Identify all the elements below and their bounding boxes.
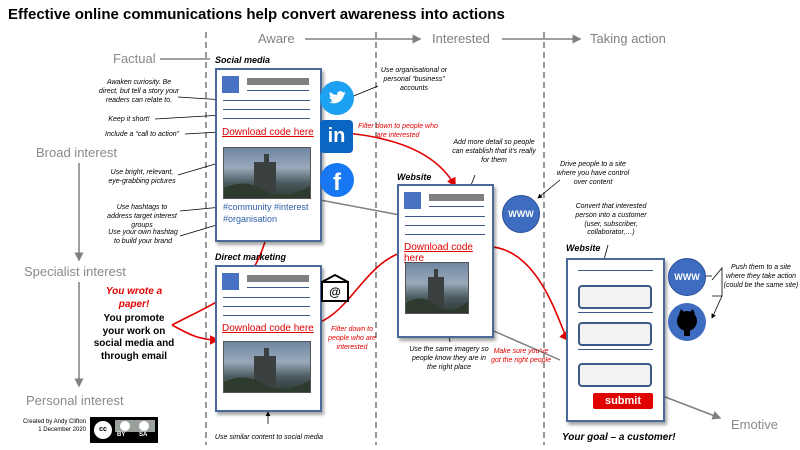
stage-interested: Interested bbox=[432, 31, 490, 46]
label-emotive: Emotive bbox=[731, 417, 778, 432]
stage-aware: Aware bbox=[258, 31, 295, 46]
note-convert: Convert that interested person into a cu… bbox=[575, 203, 647, 237]
attribution-icon bbox=[120, 421, 130, 431]
note-keep-short: Keep it short! bbox=[108, 116, 150, 123]
note-similar-content: Use similar content to social media bbox=[214, 434, 324, 441]
note-own-hashtag: Use your own hashtag to build your brand bbox=[108, 229, 178, 245]
website-download-link[interactable]: Download code here bbox=[404, 242, 473, 264]
label-broad-interest: Broad interest bbox=[36, 145, 117, 160]
note-push: Push them to a site where they take acti… bbox=[723, 264, 799, 289]
share-alike-icon bbox=[139, 421, 149, 431]
website-mid-www-icon[interactable]: WWW bbox=[502, 195, 540, 233]
castle-image bbox=[405, 262, 469, 314]
goal-label: Your goal – a customer! bbox=[562, 432, 676, 443]
callout-paper: You wrote a paper! bbox=[105, 286, 163, 310]
social-media-heading: Social media bbox=[215, 55, 271, 65]
dm-download-link[interactable]: Download code here bbox=[222, 323, 314, 334]
note-right-people: Make sure you’ve got the right people bbox=[491, 348, 551, 364]
form-field-3[interactable] bbox=[578, 363, 652, 387]
hashtags[interactable]: #community #interest #organisation bbox=[223, 202, 309, 225]
linkedin-icon[interactable]: in bbox=[320, 120, 353, 153]
label-factual: Factual bbox=[113, 51, 156, 66]
website-mid-card: Download code here bbox=[397, 184, 494, 338]
castle-image bbox=[223, 341, 311, 393]
note-filter-1: Filter down to people who are interested bbox=[358, 123, 438, 139]
callout-promote: You promote your work on social media an… bbox=[93, 313, 175, 362]
note-filter-2: Filter down to people who are interested bbox=[328, 326, 376, 351]
note-drive: Drive people to a site where you have co… bbox=[556, 161, 630, 186]
direct-marketing-card: Download code here bbox=[215, 265, 322, 412]
note-pictures: Use bright, relevant, eye-grabbing pictu… bbox=[108, 169, 176, 185]
form-field-2[interactable] bbox=[578, 322, 652, 346]
form-field-1[interactable] bbox=[578, 285, 652, 309]
cc-icon: cc bbox=[93, 420, 113, 440]
cc-sa-label: SA bbox=[139, 432, 148, 438]
note-awaken: Awaken curiosity. Be direct, but tell a … bbox=[98, 79, 180, 104]
facebook-icon[interactable]: f bbox=[320, 163, 354, 197]
cc-license-badge: cc BY SA bbox=[90, 417, 158, 443]
github-icon[interactable] bbox=[668, 303, 706, 341]
note-accounts: Use organisational or personal “business… bbox=[380, 67, 448, 92]
website-right-heading: Website bbox=[566, 243, 601, 253]
avatar bbox=[222, 76, 239, 93]
website-right-card: submit bbox=[566, 258, 665, 422]
svg-text:@: @ bbox=[329, 285, 341, 299]
note-hashtags: Use hashtags to address target interest … bbox=[107, 204, 177, 229]
credit: Created by Andy Clifton 1 December 2020 bbox=[22, 419, 86, 433]
note-cta: Include a “call to action” bbox=[105, 131, 179, 138]
social-media-card: Download code here #community #interest … bbox=[215, 68, 322, 242]
email-icon[interactable]: @ bbox=[320, 273, 350, 304]
twitter-icon[interactable] bbox=[320, 81, 354, 115]
cc-by-label: BY bbox=[117, 432, 126, 438]
page-title: Effective online communications help con… bbox=[8, 6, 505, 23]
label-specialist-interest: Specialist interest bbox=[24, 264, 126, 279]
note-same-imagery: Use the same imagery so people know they… bbox=[409, 346, 489, 371]
website-right-www-icon[interactable]: WWW bbox=[668, 258, 706, 296]
name-bar bbox=[247, 78, 309, 85]
castle-image bbox=[223, 147, 311, 199]
website-mid-heading: Website bbox=[397, 172, 432, 182]
social-download-link[interactable]: Download code here bbox=[222, 127, 314, 138]
note-add-detail: Add more detail so people can establish … bbox=[452, 139, 536, 164]
direct-marketing-heading: Direct marketing bbox=[215, 252, 287, 262]
stage-taking-action: Taking action bbox=[590, 31, 666, 46]
label-personal-interest: Personal interest bbox=[26, 393, 124, 408]
submit-button[interactable]: submit bbox=[593, 393, 653, 409]
